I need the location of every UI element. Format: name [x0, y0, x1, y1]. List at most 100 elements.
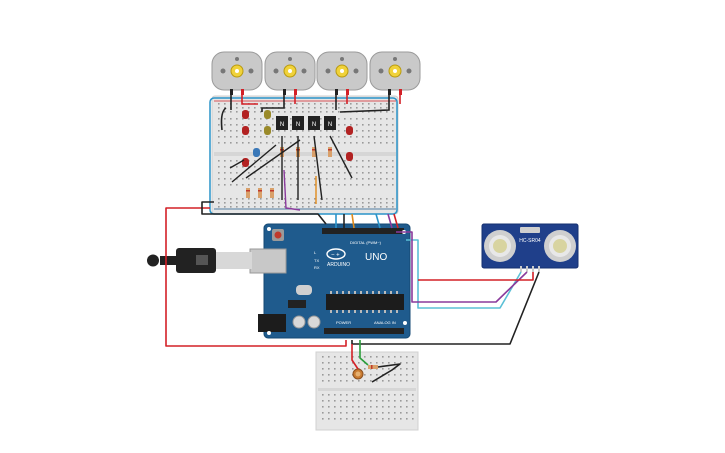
- breadboard-hole: [332, 103, 334, 105]
- breadboard-hole: [230, 142, 232, 144]
- breadboard-hole: [380, 107, 382, 109]
- breadboard-hole: [328, 362, 330, 364]
- breadboard-hole: [332, 136, 334, 138]
- led-red-3[interactable]: [242, 158, 249, 167]
- breadboard-hole: [308, 206, 310, 208]
- breadboard-hole: [394, 418, 396, 420]
- breadboard-hole: [344, 206, 346, 208]
- breadboard-hole: [338, 118, 340, 120]
- led-yellow-1[interactable]: [264, 110, 271, 119]
- breadboard-hole: [248, 206, 250, 208]
- main-breadboard[interactable]: [211, 95, 399, 215]
- breadboard-hole: [308, 111, 310, 113]
- external-wires[interactable]: [165, 201, 540, 383]
- breadboard-hole: [380, 184, 382, 186]
- led-red-1[interactable]: [242, 110, 249, 119]
- transistor-1[interactable]: N: [276, 116, 288, 130]
- breadboard-hole: [242, 202, 244, 204]
- transistor-4[interactable]: N: [324, 116, 336, 130]
- breadboard-hole: [302, 103, 304, 105]
- breadboard-hole: [386, 111, 388, 113]
- breadboard-hole: [290, 124, 292, 126]
- breadboard-hole: [392, 160, 394, 162]
- breadboard-hole: [382, 418, 384, 420]
- motor-wires[interactable]: [220, 95, 401, 131]
- breadboard-hole: [332, 172, 334, 174]
- breadboard-hole: [290, 142, 292, 144]
- breadboard-hole: [296, 136, 298, 138]
- ultrasonic-sensor[interactable]: HC-SR04: [481, 223, 579, 272]
- breadboard-hole: [284, 130, 286, 132]
- breadboard-hole: [412, 356, 414, 358]
- breadboard-hole: [370, 394, 372, 396]
- breadboard-jumpers[interactable]: [229, 135, 353, 211]
- breadboard-hole: [380, 206, 382, 208]
- breadboard-hole: [334, 412, 336, 414]
- breadboard-hole: [344, 142, 346, 144]
- breadboard-hole: [290, 136, 292, 138]
- breadboard-hole: [332, 184, 334, 186]
- breadboard-hole: [320, 202, 322, 204]
- breadboard-hole: [296, 172, 298, 174]
- breadboard-hole: [278, 198, 280, 200]
- breadboard-hole: [328, 400, 330, 402]
- breadboard-hole: [320, 124, 322, 126]
- breadboard-hole: [314, 184, 316, 186]
- breadboard-hole: [260, 206, 262, 208]
- motor-4[interactable]: [369, 51, 421, 95]
- breadboard-hole: [278, 166, 280, 168]
- breadboard-hole: [224, 111, 226, 113]
- led-red-2[interactable]: [242, 126, 249, 135]
- breadboard-hole: [392, 103, 394, 105]
- breadboard-hole: [374, 198, 376, 200]
- motor-1[interactable]: [211, 51, 263, 95]
- breadboard-hole: [352, 362, 354, 364]
- breadboard-hole: [340, 406, 342, 408]
- breadboard-hole: [308, 178, 310, 180]
- breadboard-hole: [260, 198, 262, 200]
- breadboard-hole: [374, 178, 376, 180]
- breadboard-hole: [374, 130, 376, 132]
- motor-3[interactable]: [316, 51, 368, 95]
- usb-cable[interactable]: [147, 248, 252, 273]
- led-blue[interactable]: [253, 148, 260, 157]
- breadboard-hole: [406, 356, 408, 358]
- breadboard-hole: [358, 406, 360, 408]
- transistor-3[interactable]: N: [308, 116, 320, 130]
- breadboard-hole: [302, 136, 304, 138]
- breadboard-hole: [218, 130, 220, 132]
- breadboard-hole: [266, 198, 268, 200]
- breadboard-hole: [334, 362, 336, 364]
- breadboard-hole: [412, 400, 414, 402]
- breadboard-hole: [364, 406, 366, 408]
- led-red-4[interactable]: [346, 126, 353, 135]
- breadboard-hole: [394, 356, 396, 358]
- breadboard-hole: [254, 160, 256, 162]
- breadboard-hole: [328, 406, 330, 408]
- digital-header-label: DIGITAL (PWM~): [350, 240, 382, 245]
- breadboard-hole: [236, 118, 238, 120]
- transistor-2[interactable]: N: [292, 116, 304, 130]
- breadboard-hole: [352, 380, 354, 382]
- breadboard-hole: [224, 124, 226, 126]
- breadboard-hole: [248, 172, 250, 174]
- breadboard-hole: [218, 118, 220, 120]
- arduino-uno[interactable]: − + ARDUINO UNO DIGITAL (PWM~) POWER ANA…: [249, 223, 411, 339]
- led-yellow-2[interactable]: [264, 126, 271, 135]
- led-red-5[interactable]: [346, 152, 353, 161]
- breadboard-hole: [412, 374, 414, 376]
- breadboard-hole: [254, 136, 256, 138]
- motor-2[interactable]: [264, 51, 316, 95]
- breadboard-hole: [266, 136, 268, 138]
- breadboard-hole: [260, 118, 262, 120]
- breadboard-hole: [356, 118, 358, 120]
- breadboard-hole: [218, 206, 220, 208]
- breadboard-hole: [338, 198, 340, 200]
- breadboard-hole: [230, 202, 232, 204]
- resistor-mini[interactable]: [368, 365, 378, 369]
- breadboard-hole: [376, 380, 378, 382]
- breadboard-hole: [358, 356, 360, 358]
- photoresistor[interactable]: [352, 368, 364, 380]
- breadboard-hole: [394, 394, 396, 396]
- breadboard-hole: [326, 160, 328, 162]
